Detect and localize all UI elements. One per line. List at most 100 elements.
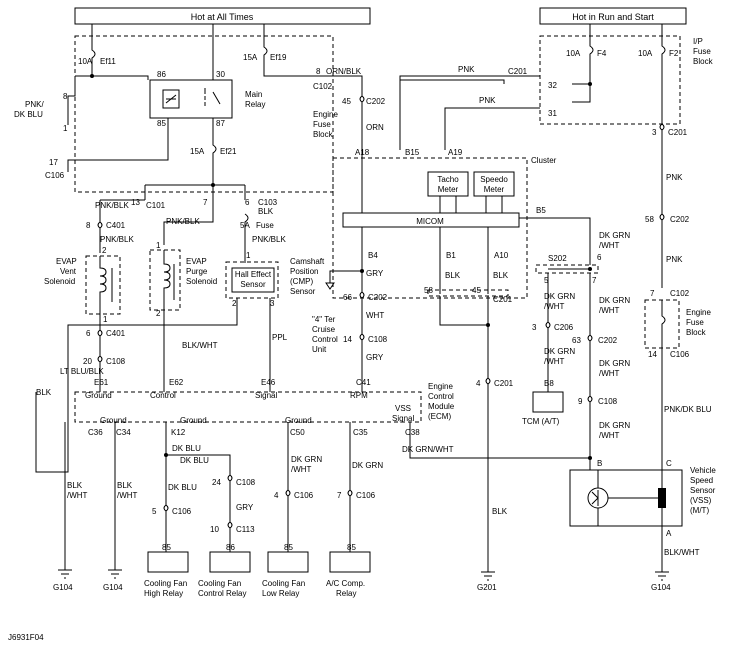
svg-text:B4: B4 [368,251,378,260]
svg-text:E46: E46 [261,378,276,387]
ground-g104-left [58,569,72,579]
svg-text:G104: G104 [53,583,73,592]
svg-text:C50: C50 [290,428,305,437]
svg-text:7: 7 [337,491,342,500]
svg-text:(M/T): (M/T) [690,506,709,515]
svg-text:13: 13 [131,198,140,207]
svg-text:GRY: GRY [236,503,254,512]
ground-g104-right [655,571,669,581]
svg-text:7: 7 [650,289,655,298]
svg-text:PNK/BLK: PNK/BLK [95,201,129,210]
splice-s202 [535,264,599,274]
svg-text:PNK/: PNK/ [25,100,44,109]
svg-text:Fuse: Fuse [313,120,331,129]
svg-text:B15: B15 [405,148,420,157]
svg-text:C106: C106 [356,491,376,500]
svg-text:MICOM: MICOM [416,217,444,226]
svg-text:VSS: VSS [395,404,411,413]
svg-text:GRY: GRY [366,269,384,278]
svg-text:E61: E61 [94,378,109,387]
svg-text:Sensor: Sensor [290,287,316,296]
svg-text:Vehicle: Vehicle [690,466,716,475]
svg-text:Speedo: Speedo [480,175,508,184]
svg-text:Relay: Relay [245,100,265,109]
svg-text:DK BLU: DK BLU [180,456,209,465]
svg-text:15A: 15A [243,53,258,62]
svg-text:/WHT: /WHT [291,465,312,474]
svg-text:DK GRN: DK GRN [544,347,575,356]
svg-text:C36: C36 [88,428,103,437]
svg-text:C202: C202 [368,293,388,302]
svg-text:G104: G104 [103,583,123,592]
svg-text:WHT: WHT [366,311,384,320]
svg-text:6: 6 [597,253,602,262]
svg-text:Hall Effect: Hall Effect [235,270,272,279]
svg-text:10A: 10A [566,49,581,58]
svg-text:58: 58 [645,215,654,224]
svg-text:BLK: BLK [493,271,509,280]
svg-text:E62: E62 [169,378,184,387]
svg-text:3: 3 [652,128,657,137]
svg-text:Vent: Vent [60,267,77,276]
speedo-meter: Speedo Meter [473,171,515,197]
svg-text:/WHT: /WHT [599,241,620,250]
svg-text:BLK: BLK [117,481,133,490]
ground-g104-mid [108,569,122,579]
svg-text:Main: Main [245,90,262,99]
svg-text:DK GRN: DK GRN [352,461,383,470]
svg-text:Solenoid: Solenoid [44,277,75,286]
svg-text:Speed: Speed [690,476,713,485]
svg-text:PNK: PNK [666,255,683,264]
fuse-ef19 [263,24,268,62]
svg-text:Ef19: Ef19 [270,53,287,62]
svg-text:/WHT: /WHT [599,431,620,440]
svg-text:3: 3 [270,299,275,308]
svg-text:GRY: GRY [366,353,384,362]
svg-text:Engine: Engine [428,382,453,391]
svg-text:Block: Block [686,328,707,337]
svg-text:C201: C201 [493,295,513,304]
svg-text:8: 8 [63,92,68,101]
svg-text:LT BLU/BLK: LT BLU/BLK [60,367,104,376]
svg-text:C202: C202 [598,336,618,345]
svg-text:20: 20 [83,357,92,366]
vehicle-speed-sensor [569,469,683,527]
engine-fuse-block-label: Engine Fuse Block [313,110,338,139]
figure-id: J6931F04 [8,633,44,642]
svg-text:(VSS): (VSS) [690,496,712,505]
svg-text:DK GRN: DK GRN [544,292,575,301]
engine-fuse-block-outline [74,35,334,193]
svg-text:32: 32 [548,81,557,90]
svg-text:Ground: Ground [85,391,112,400]
cluster-outline [332,157,528,299]
svg-text:C401: C401 [106,221,126,230]
svg-text:45: 45 [342,97,351,106]
hot-at-all-times-bus: Hot at All Times [74,7,371,25]
svg-text:7: 7 [592,276,597,285]
tcm-box [532,391,564,413]
svg-text:Fuse: Fuse [693,47,711,56]
svg-text:DK BLU: DK BLU [172,444,201,453]
relay-cooling-fan-low: 85 [267,543,309,573]
svg-text:C108: C108 [106,357,126,366]
svg-text:/WHT: /WHT [117,491,138,500]
tacho-meter: Tacho Meter [427,171,469,197]
svg-text:C106: C106 [670,350,690,359]
svg-text:PNK/BLK: PNK/BLK [166,217,200,226]
svg-text:4: 4 [476,379,481,388]
svg-text:C206: C206 [554,323,574,332]
svg-text:C108: C108 [598,397,618,406]
svg-text:Signal: Signal [392,414,414,423]
svg-text:BLK: BLK [67,481,83,490]
svg-text:C201: C201 [508,67,528,76]
svg-text:Ground: Ground [100,416,127,425]
svg-text:F2: F2 [669,49,679,58]
svg-text:BLK: BLK [492,507,508,516]
svg-text:C35: C35 [353,428,368,437]
svg-text:BLK: BLK [445,271,461,280]
svg-text:S202: S202 [548,254,567,263]
svg-text:EVAP: EVAP [186,257,207,266]
svg-text:B8: B8 [544,379,554,388]
svg-text:Sensor: Sensor [240,280,266,289]
